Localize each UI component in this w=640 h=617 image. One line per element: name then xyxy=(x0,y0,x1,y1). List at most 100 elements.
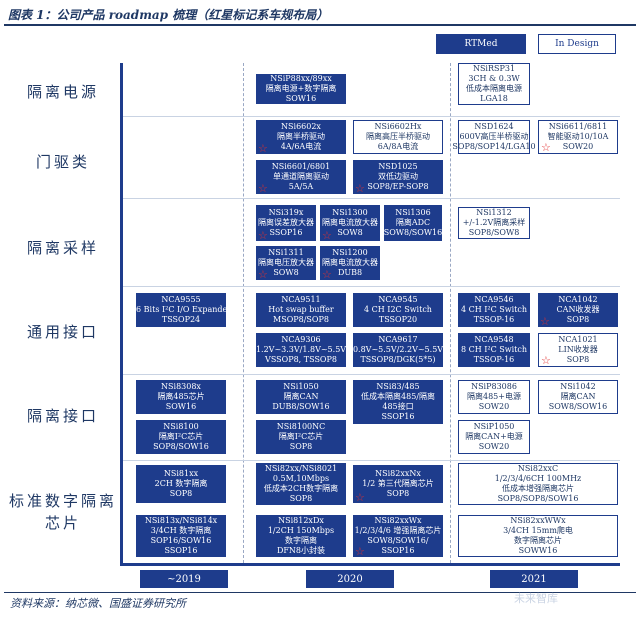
product-detail: 8 CH I²C Switch xyxy=(460,345,528,354)
row-separator xyxy=(122,286,620,287)
product-name: NSi812xDx xyxy=(278,516,324,525)
product-name: NSi82xxWx xyxy=(374,516,422,525)
row-separator xyxy=(122,198,620,199)
product-detail: SSOP16 xyxy=(381,412,415,421)
product-name: NSi1312 xyxy=(476,208,512,217)
product-detail: SOWW16 xyxy=(518,546,558,555)
product-detail: 隔离CAN xyxy=(283,392,319,401)
product-detail: 隔离ADC xyxy=(395,218,431,227)
product-detail: SOP16/SOW16 xyxy=(150,536,212,545)
column-separator xyxy=(243,63,244,563)
product-name: NSiP1050 xyxy=(473,422,515,431)
category-gate-driver: 门驱类 xyxy=(35,153,90,171)
product-name: NCA9617 xyxy=(378,335,418,344)
product-name: NSD1624 xyxy=(474,122,514,131)
title-divider xyxy=(4,24,636,26)
product-name: NSi82xxNx xyxy=(375,469,421,478)
product-name: NSi6601/6801 xyxy=(271,162,331,171)
automotive-star-icon: ☆ xyxy=(258,268,268,281)
product-detail: 隔离电压放大器 xyxy=(258,258,314,267)
product-detail: SOW20 xyxy=(478,442,510,451)
product-detail: 1/2 第三代隔离芯片 xyxy=(362,479,434,488)
product-detail: 隔离误差放大器 xyxy=(258,218,314,227)
product-detail: 1.2V~3.3V/1.8V~5.5V xyxy=(255,345,347,354)
automotive-star-icon: ☆ xyxy=(541,354,551,367)
legend-indesign: In Design xyxy=(538,34,616,54)
automotive-star-icon: ☆ xyxy=(540,315,550,328)
product-detail: 4 CH I²C Switch xyxy=(460,305,528,314)
product-name: NCA9546 xyxy=(474,295,514,304)
product-detail: SOW16 xyxy=(285,94,317,103)
figure-title: 图表 1：公司产品 roadmap 梳理（红星标记系车规布局） xyxy=(8,8,329,22)
product-detail: 智能驱动10/10A xyxy=(547,132,609,141)
product-detail: +/-1.2V隔离采样 xyxy=(462,218,526,227)
product-detail: 1/2CH 150Mbps xyxy=(267,526,335,535)
product-detail: SOW8 xyxy=(337,228,363,237)
product-detail: 6A/8A电流 xyxy=(377,142,419,151)
product-detail: SOW16 xyxy=(165,402,197,411)
year-2020: 2020 xyxy=(306,570,394,588)
product-name: NSiP88xx/89xx xyxy=(270,74,332,83)
product-detail: 隔离CAN xyxy=(560,392,596,401)
product-detail: 0.5M,10Mbps xyxy=(272,474,330,483)
row-separator xyxy=(122,374,620,375)
product-name: NCA9548 xyxy=(474,335,514,344)
product-detail: SSOP16 xyxy=(381,546,415,555)
product-detail: TSSOP20 xyxy=(378,315,418,324)
product-detail: 1/2/3/4/6 增强隔离芯片 xyxy=(354,526,442,535)
product-detail: TSSOP-16 xyxy=(473,355,515,364)
product-name: NSi81xx xyxy=(163,469,199,478)
category-general-interface: 通用接口 xyxy=(26,323,99,341)
automotive-star-icon: ☆ xyxy=(322,229,332,242)
product-detail: LIN收发器 xyxy=(558,345,598,354)
product-detail: 3CH & 0.3W xyxy=(468,74,520,83)
product-detail: TSSOP8/DGK(5*5) xyxy=(360,355,436,364)
product-detail: VSSOP8, TSSOP8 xyxy=(265,355,337,364)
product-name: NSi8100NC xyxy=(276,422,326,431)
product-name: NSD1025 xyxy=(378,162,418,171)
product-detail: 数字隔离芯片 xyxy=(514,536,562,545)
year-2021: 2021 xyxy=(490,570,578,588)
product-name: NSi82xxWWx xyxy=(510,516,566,525)
product-detail: 600V高压半桥驱动 xyxy=(459,132,529,141)
product-detail: SOP8 xyxy=(169,489,193,498)
product-detail: 隔离电源+数字隔离 xyxy=(265,84,337,93)
product-detail: 隔离I²C芯片 xyxy=(158,432,204,441)
automotive-star-icon: ☆ xyxy=(355,491,365,504)
product-detail: 隔离485+电源 xyxy=(467,392,521,401)
legend-rtmed: RTMed xyxy=(436,34,526,54)
product-detail: TSSOP24 xyxy=(161,315,201,324)
vertical-axis xyxy=(120,63,123,566)
product-name: NSi1306 xyxy=(395,208,431,217)
product-name: NSiP83086 xyxy=(471,382,517,391)
product-detail: 双低边驱动 xyxy=(378,172,418,181)
product-detail: SSOP16 xyxy=(269,228,303,237)
category-isolated-interface: 隔离接口 xyxy=(26,407,99,425)
product-detail: 2CH 数字隔离 xyxy=(154,479,208,488)
product-detail: TSSOP-16 xyxy=(473,315,515,324)
product-detail: 低成本隔离电源 xyxy=(466,84,522,93)
product-detail: SOP8 xyxy=(289,494,313,503)
product-name: NSi8308x xyxy=(161,382,201,391)
automotive-star-icon: ☆ xyxy=(355,545,365,558)
